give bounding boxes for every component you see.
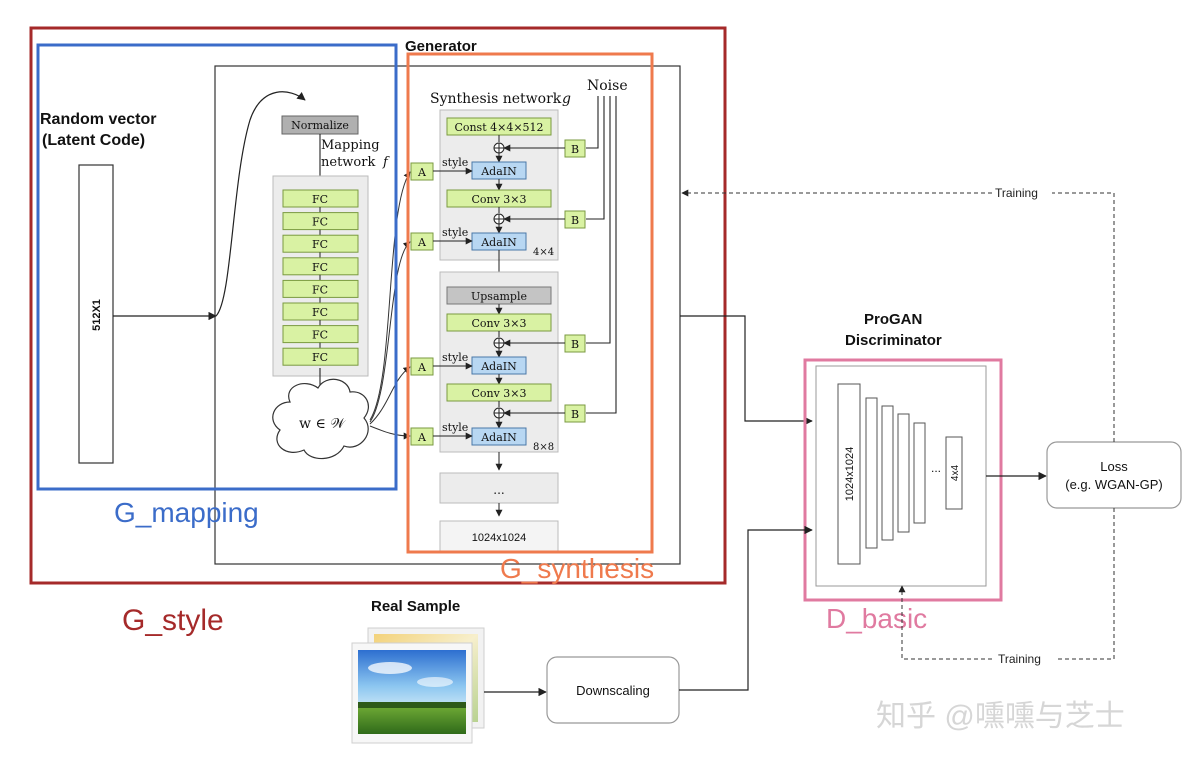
svg-text:B: B <box>571 143 579 156</box>
svg-text:B: B <box>571 408 579 421</box>
real-sample-title: Real Sample <box>371 598 460 615</box>
fake-to-discriminator-arrow <box>680 315 813 426</box>
w-to-a4-curve <box>369 425 411 440</box>
loss-label-line2: (e.g. WGAN-GP) <box>1065 477 1163 492</box>
svg-text:B: B <box>571 338 579 351</box>
const-label: Const 4×4×512 <box>454 121 543 134</box>
svg-text:B: B <box>571 214 579 227</box>
fc-layer-label: FC <box>312 351 328 364</box>
training-to-generator-arrow <box>681 189 1115 442</box>
g-style-label: G_style <box>122 604 224 637</box>
mapping-label-line2: network <box>321 155 375 170</box>
w-to-a3-curve <box>369 366 411 425</box>
real-sample-images <box>351 627 485 744</box>
g-synthesis-frame <box>406 52 654 554</box>
fc-layer-stack: FC FC FC FC FC FC FC FC <box>282 189 359 366</box>
style-inputs: A style A style A style A style <box>410 156 473 446</box>
svg-text:A: A <box>417 166 427 179</box>
disc-layer-4x4 <box>945 436 963 510</box>
latent-to-normalize-arrow <box>215 91 306 317</box>
d-basic-label: D_basic <box>826 603 927 634</box>
adain-label-2: AdaIN <box>480 236 517 249</box>
g-mapping-frame <box>36 43 398 491</box>
svg-text:style: style <box>442 156 468 169</box>
conv-label-3: Conv 3×3 <box>471 387 526 400</box>
svg-text:style: style <box>442 351 468 364</box>
discriminator-title-line2: Discriminator <box>845 332 942 349</box>
conv-label-1: Conv 3×3 <box>471 193 526 206</box>
disc-layer-1024 <box>837 383 861 565</box>
loss-label-line1: Loss <box>1100 459 1128 474</box>
fc-layer-label: FC <box>312 193 328 206</box>
res-label-8x8: 8×8 <box>533 442 554 453</box>
fc-layer-box <box>282 347 359 366</box>
g-synthesis-label: G_synthesis <box>500 553 654 584</box>
adain-label-3: AdaIN <box>480 360 517 373</box>
noise-label: Noise <box>587 78 628 94</box>
res-label-4x4: 4×4 <box>533 247 554 258</box>
g-mapping-label: G_mapping <box>114 497 259 528</box>
synthesis-ellipsis: ... <box>493 483 504 497</box>
downscaling-label: Downscaling <box>576 683 650 698</box>
svg-text:style: style <box>442 421 468 434</box>
generator-title: Generator <box>405 38 477 55</box>
discriminator-title-line1: ProGAN <box>864 311 922 328</box>
latent-vector-label: 512X1 <box>91 299 103 331</box>
watermark: 知乎 @嚑嚑与芝士 <box>876 700 1125 733</box>
disc-layer-5 <box>913 422 926 524</box>
svg-text:A: A <box>417 431 427 444</box>
g-style-frame <box>29 26 727 585</box>
synthesis-title: Synthesis network <box>430 91 562 107</box>
disc-dots: ... <box>931 461 941 475</box>
latent-vector-box <box>78 164 114 464</box>
upsample-label: Upsample <box>471 290 527 303</box>
adain-label-4: AdaIN <box>480 431 517 444</box>
svg-text:style: style <box>442 226 468 239</box>
fc-layer-label: FC <box>312 329 328 342</box>
adain-label-1: AdaIN <box>480 165 517 178</box>
normalize-label: Normalize <box>291 119 349 132</box>
fc-layer-label: FC <box>312 216 328 229</box>
downscaling-to-discriminator-arrow <box>679 525 813 691</box>
w-latent-label: w ∈ 𝒲 <box>299 416 346 432</box>
w-to-a2-curve <box>369 241 411 423</box>
noise-scale-boxes: B B B B <box>503 139 586 423</box>
noise-lines <box>586 96 617 414</box>
disc-first-layer-label: 1024x1024 <box>844 447 856 501</box>
latent-title-line2: (Latent Code) <box>42 132 145 149</box>
mapping-label-line1: Mapping <box>321 138 380 153</box>
d-basic-frame <box>803 358 1003 602</box>
w-latent-cloud <box>272 378 369 460</box>
loss-box <box>1046 441 1182 509</box>
latent-title-line1: Random vector <box>40 111 156 128</box>
conv-label-2: Conv 3×3 <box>471 317 526 330</box>
fc-layer-label: FC <box>312 261 328 274</box>
fc-layer-label: FC <box>312 306 328 319</box>
synthesis-output-label: 1024x1024 <box>472 532 526 544</box>
disc-layer-4 <box>897 413 910 533</box>
training-bottom-label: Training <box>998 652 1041 666</box>
svg-text:A: A <box>417 361 427 374</box>
training-to-discriminator-arrow <box>898 508 1115 660</box>
synthesis-title-symbol: g <box>562 91 571 107</box>
fc-layer-label: FC <box>312 238 328 251</box>
fc-layer-label: FC <box>312 283 328 296</box>
disc-last-layer-label: 4x4 <box>950 465 961 482</box>
disc-layer-3 <box>881 405 894 541</box>
svg-text:A: A <box>417 236 427 249</box>
w-to-a1-curve <box>369 171 411 421</box>
training-top-label: Training <box>995 186 1038 200</box>
synthesis-output-box <box>439 520 559 552</box>
mapping-label-symbol: f <box>382 155 390 170</box>
disc-layer-2 <box>865 397 878 549</box>
